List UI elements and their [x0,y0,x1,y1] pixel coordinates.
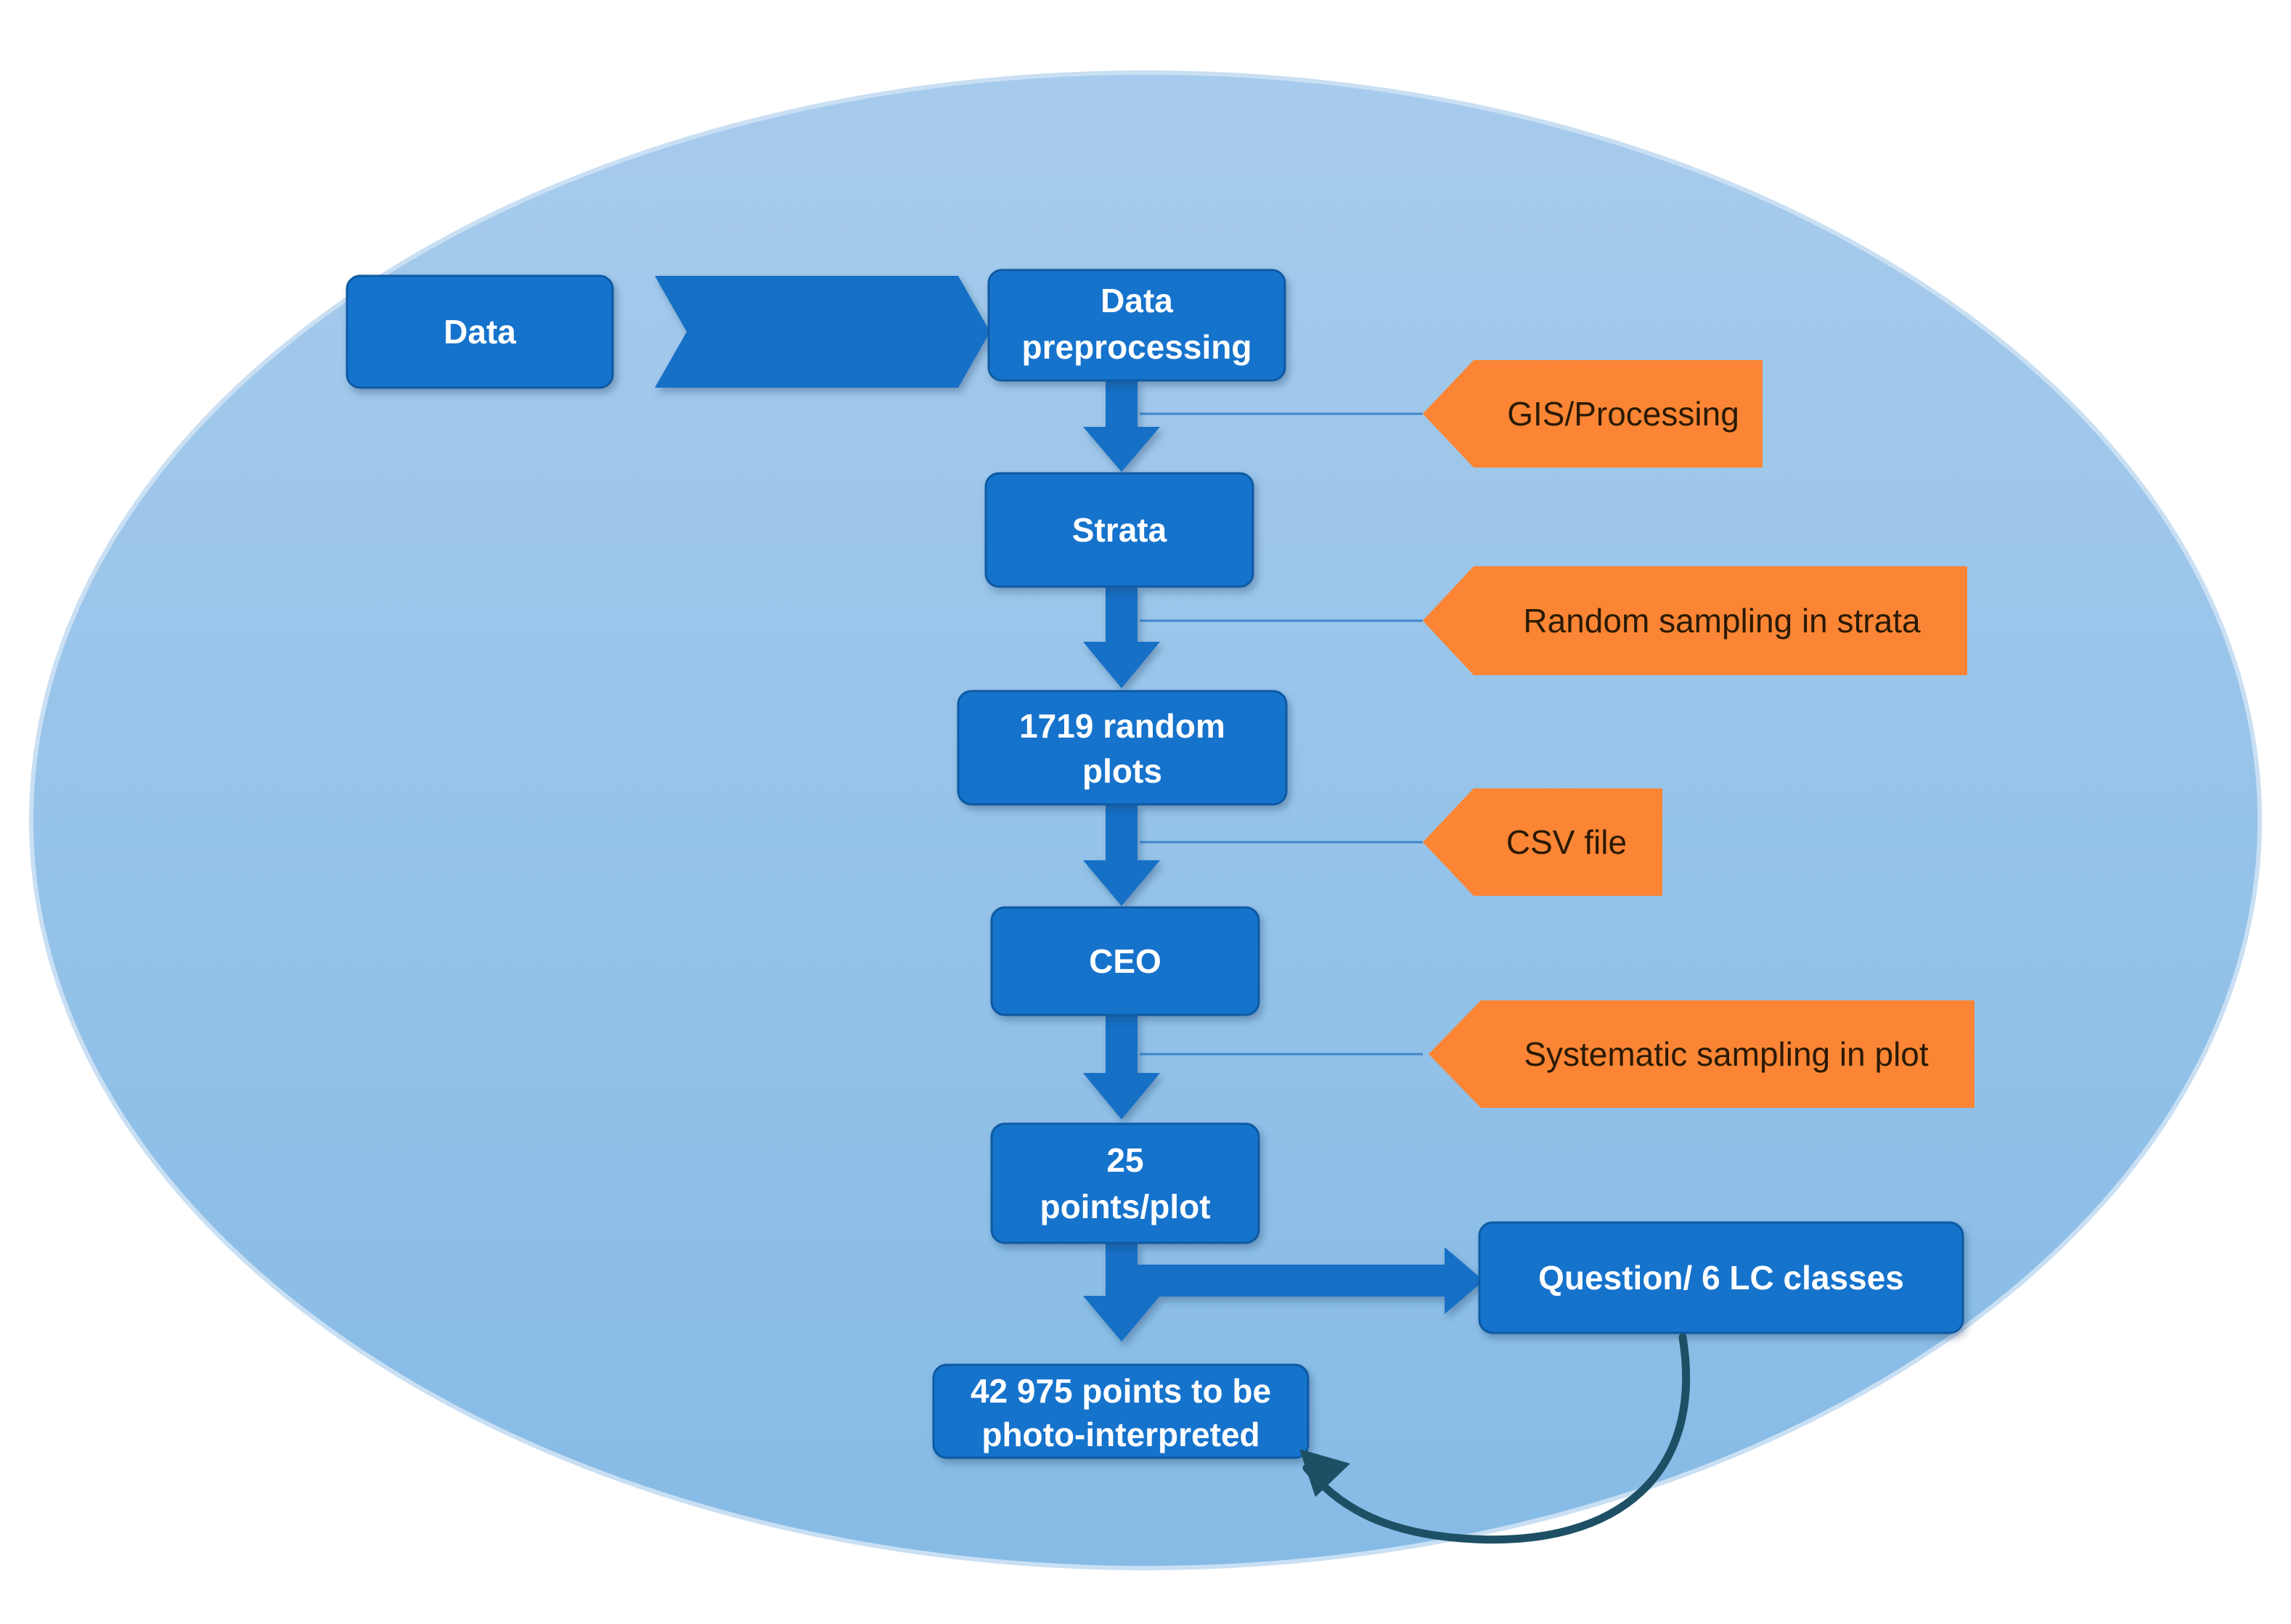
strata-label: Strata [1072,511,1167,549]
points-per-plot-label-line1: 25 [1106,1141,1143,1179]
connector-lines [1140,412,1423,1056]
curved-arrow-icon [1302,1333,1690,1544]
strata-box [984,472,1254,588]
question-label: Question/ 6 LC classes [1538,1259,1904,1297]
points-per-plot-label-line2: points/plot [1040,1188,1210,1225]
random-plots-label-line2: plots [1082,752,1162,790]
down-arrow-icon [1083,804,1160,906]
points-total-label-line1: 42 975 points to be [971,1372,1271,1410]
tag-systematic-sampling [1429,1000,1974,1108]
down-arrow-icon [1083,587,1160,688]
chevron-icon [755,276,890,388]
ceo-label: CEO [1089,942,1161,980]
down-arrow-icon [1083,1015,1160,1119]
points-per-plot-box [990,1122,1260,1244]
down-arrow-icon [1083,1243,1160,1342]
process-boxes [346,269,1964,1459]
tag-csv-file [1423,788,1662,896]
tag-random-sampling [1423,566,1967,675]
tag-csv-file-label: CSV file [1506,823,1627,861]
ceo-box [990,906,1260,1016]
random-plots-box [957,690,1288,806]
question-box [1478,1221,1964,1334]
tag-systematic-sampling-label: Systematic sampling in plot [1524,1035,1929,1073]
down-arrow-icon [1083,380,1160,472]
data-label: Data [444,313,516,351]
orange-tags [1423,360,1974,1108]
return-arrow [1299,1333,1690,1544]
points-total-label-line2: photo-interpreted [981,1416,1259,1453]
chevron-arrow-group [655,276,990,388]
preprocessing-label-line2: preprocessing [1022,328,1252,366]
tag-gis-processing-label: GIS/Processing [1507,395,1739,433]
tag-random-sampling-label: Random sampling in strata [1523,602,1921,640]
vertical-arrows [1083,380,1484,1342]
preprocessing-box [987,269,1286,382]
points-total-box [932,1363,1310,1459]
random-plots-label-line1: 1719 random [1019,707,1225,745]
chevron-icon [655,276,790,388]
tag-gis-processing [1423,360,1763,468]
curved-arrowhead-icon [1299,1449,1350,1497]
data-box [346,274,614,389]
preprocessing-label-line1: Data [1100,282,1173,319]
chevron-icon [855,276,990,388]
right-arrow-icon [1138,1247,1484,1314]
